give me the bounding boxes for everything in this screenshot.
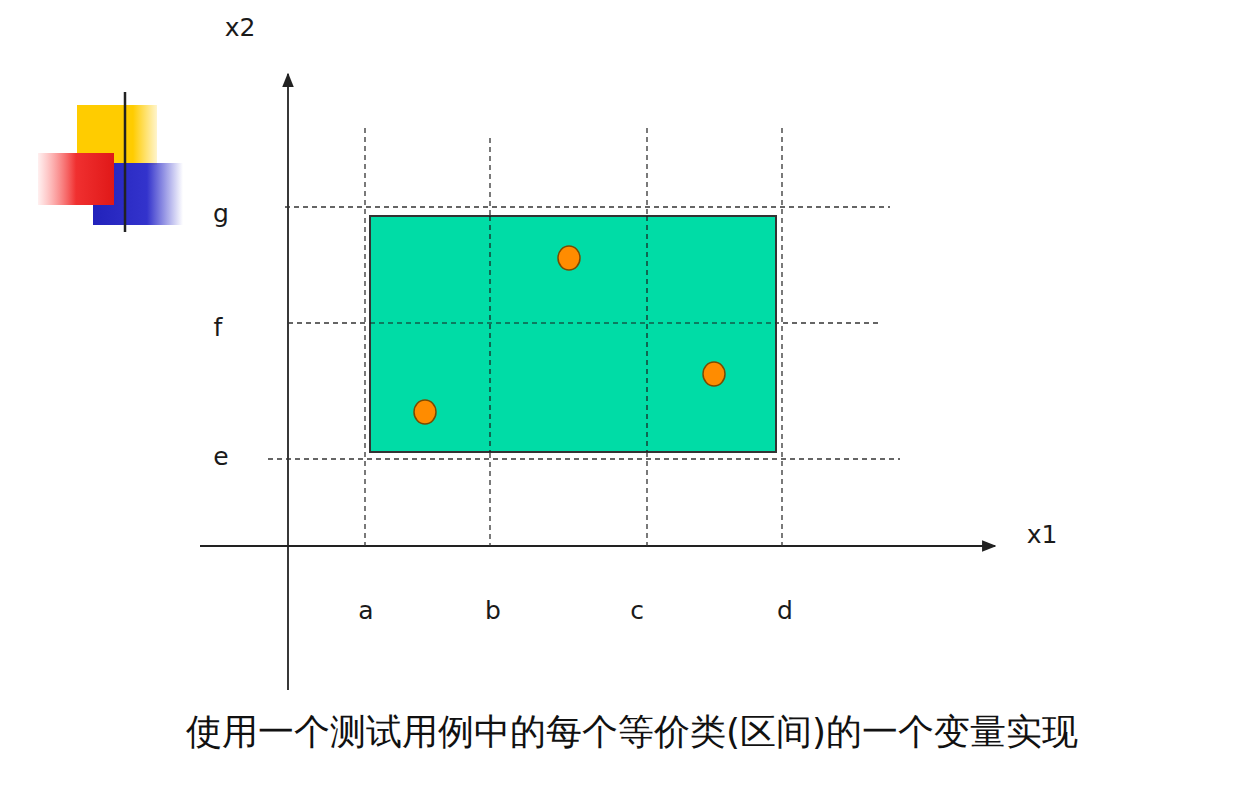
tick-label: a: [358, 597, 373, 625]
valid-region: [370, 216, 776, 452]
tick-label: b: [485, 597, 501, 625]
y-axis: [287, 74, 289, 690]
tick-label: e: [213, 443, 228, 471]
axis-name: x1: [1027, 521, 1058, 549]
tick-label: g: [213, 200, 229, 228]
x-axis: [200, 545, 995, 547]
tick-label: f: [214, 314, 223, 342]
test-points: [414, 246, 725, 424]
grid-lines: [268, 128, 900, 546]
tick-label: c: [630, 597, 644, 625]
logo-decoration: [38, 92, 1170, 232]
tick-label: d: [777, 597, 793, 625]
caption: 使用一个测试用例中的每个等价类(区间)的一个变量实现: [186, 710, 1078, 753]
axis-name: x2: [225, 14, 256, 42]
region-grid-lines: [370, 216, 776, 452]
